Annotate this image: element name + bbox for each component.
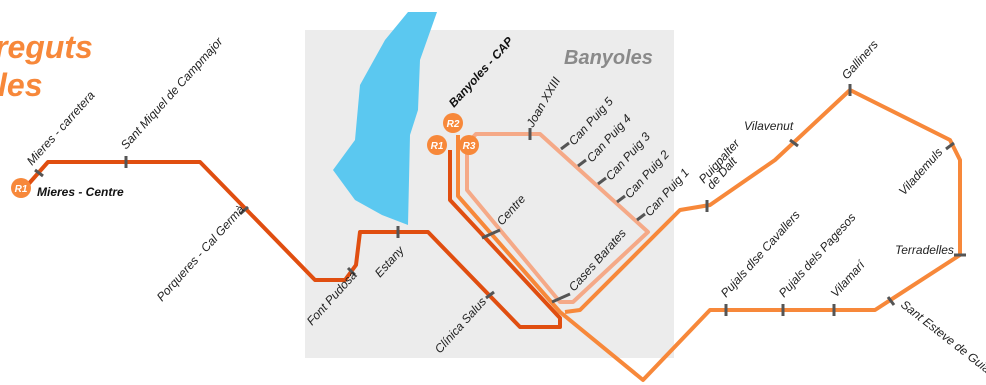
tick-vilavenut — [789, 138, 799, 148]
title-line-2: les — [0, 67, 42, 103]
tick-can-puig-4 — [577, 158, 587, 168]
route-r1 — [23, 150, 562, 329]
tick-can-puig-5 — [560, 141, 570, 151]
tick-clinica-salus — [485, 290, 495, 300]
tick-mieres-carretera — [34, 168, 44, 178]
svg-text:R1: R1 — [431, 141, 444, 152]
tick-can-puig-3 — [597, 176, 607, 186]
tick-can-puig-2 — [616, 194, 626, 204]
badge-r1: R1 — [427, 135, 447, 155]
label-vilamari: Vilamarí — [828, 257, 869, 300]
svg-text:R2: R2 — [447, 119, 460, 130]
label-terradelles: Terradelles — [895, 243, 954, 257]
lake-shape — [333, 12, 437, 225]
badge-r2: R2 — [443, 113, 463, 133]
label-galliners: Galliners — [839, 37, 881, 82]
route-r3 — [465, 132, 650, 304]
title-line-1: reguts — [0, 29, 93, 65]
tick-vilademuls — [945, 141, 955, 151]
area-label: Banyoles — [564, 47, 653, 69]
badge-r1-mieres: R1 — [11, 178, 31, 198]
label-sant-miquel: Sant Miquel de Campmajor — [118, 34, 226, 152]
tick-cases-barates — [551, 292, 571, 304]
tick-font-pudosa — [346, 266, 357, 277]
svg-text:R3: R3 — [463, 141, 476, 152]
label-sant-esteve: Sant Esteve de Guialbes — [898, 297, 986, 385]
svg-text:R1: R1 — [15, 184, 28, 195]
label-porqueres: Porqueres - Cal Germà — [154, 202, 248, 304]
tick-centre — [481, 228, 501, 240]
badge-r3: R3 — [459, 135, 479, 155]
route-r2 — [456, 88, 962, 382]
tick-porqueres — [239, 205, 249, 216]
label-mieres-centre: Mieres - Centre — [37, 185, 124, 199]
tick-sant-esteve — [886, 296, 896, 306]
label-vilademuls: Vilademuls — [896, 145, 946, 198]
label-vilavenut: Vilavenut — [744, 119, 794, 133]
tick-can-puig-1 — [636, 212, 646, 222]
